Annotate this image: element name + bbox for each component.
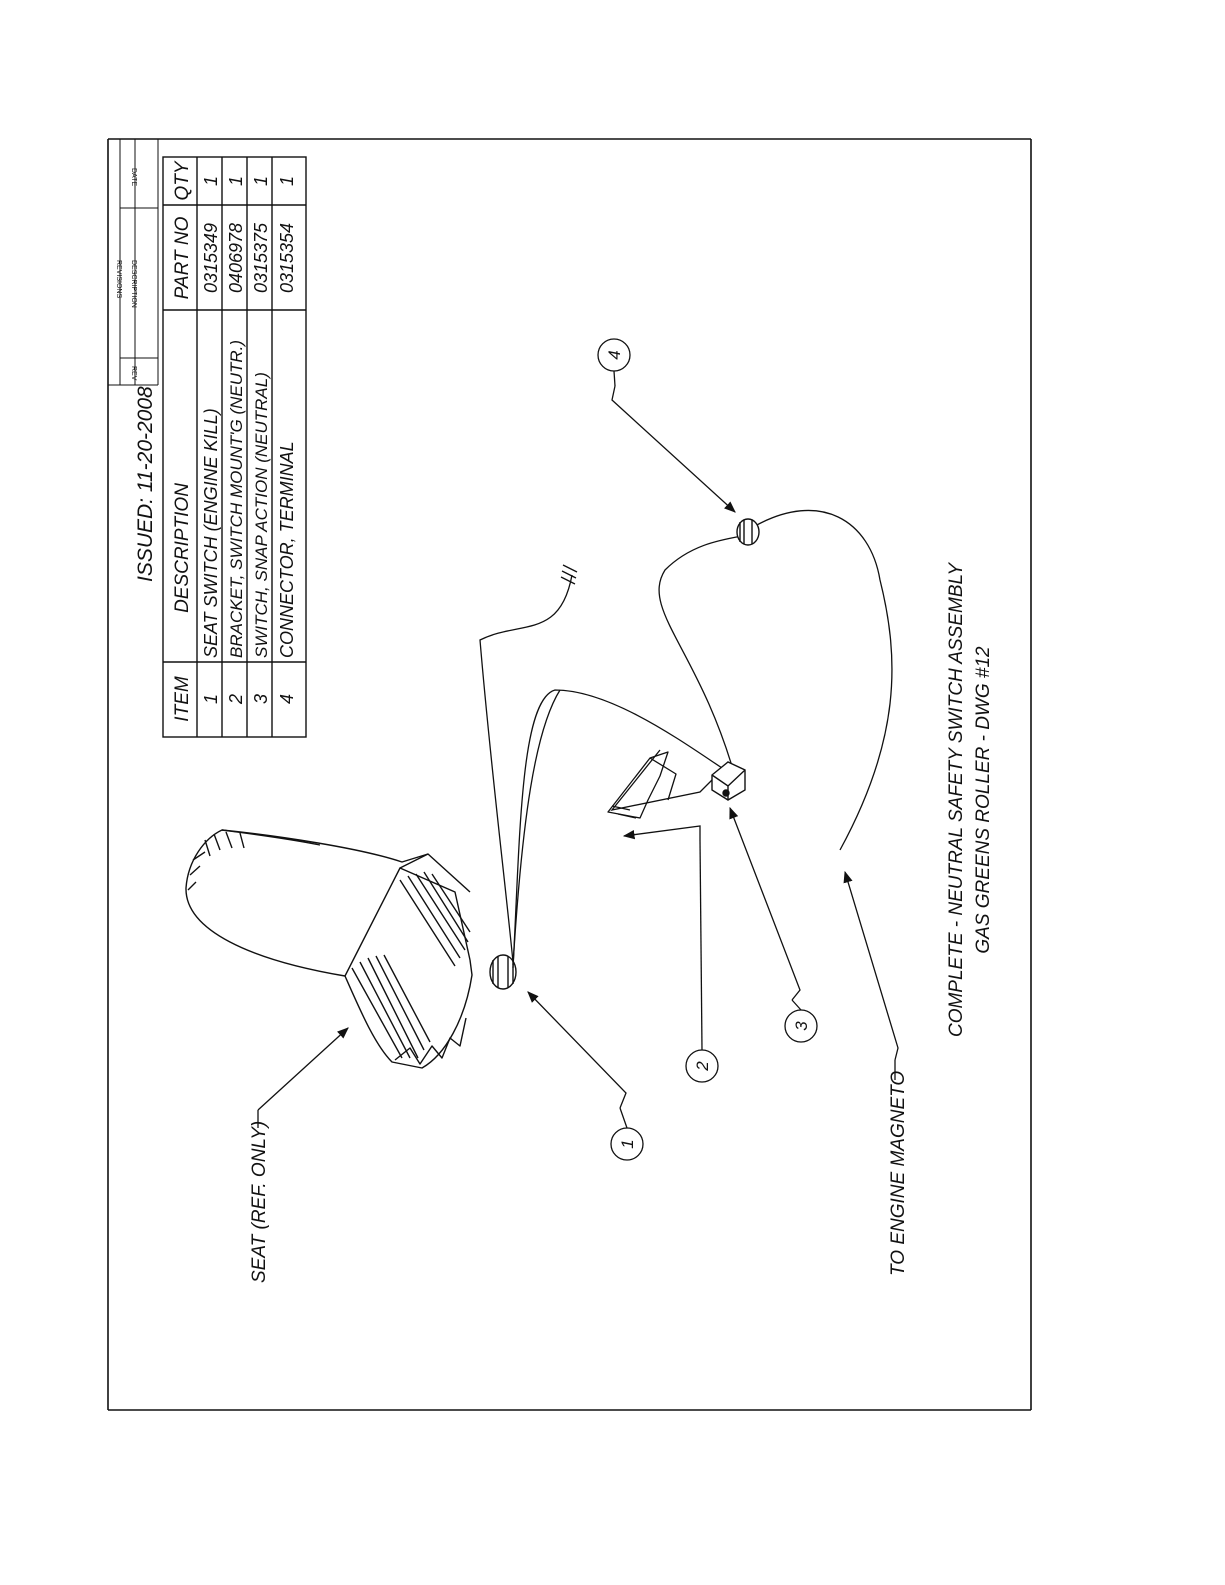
- terminal-connector: [736, 518, 760, 546]
- balloon-3: 3: [784, 999, 818, 1043]
- balloon-4-label: 4: [605, 350, 624, 359]
- revisions-col-description: DESCRIPTION: [130, 260, 137, 308]
- table-cell-description: SWITCH, SNAP ACTION (NEUTRAL): [252, 372, 271, 658]
- table-cell-part-no: 0406978: [226, 223, 246, 293]
- revisions-block: [108, 139, 159, 386]
- balloon-2-label: 2: [693, 1061, 712, 1072]
- table-cell-qty: 1: [226, 176, 246, 186]
- table-cell-item: 2: [226, 694, 246, 705]
- table-cell-qty: 1: [277, 176, 297, 186]
- table-cell-part-no: 0315354: [277, 223, 297, 293]
- seat-reference-label: SEAT (REF. ONLY): [249, 1121, 270, 1283]
- table-cell-description: SEAT SWITCH (ENGINE KILL): [201, 408, 221, 658]
- table-cell-qty: 1: [201, 176, 221, 186]
- table-cell-part-no: 0315349: [201, 223, 221, 293]
- table-header-description: DESCRIPTION: [172, 483, 193, 613]
- table-cell-description: CONNECTOR, TERMINAL: [277, 441, 297, 658]
- table-row: 4 CONNECTOR, TERMINAL 0315354 1: [277, 176, 297, 704]
- table-row: 2 BRACKET, SWITCH MOUNT'G (NEUTR.) 04069…: [226, 176, 246, 705]
- table-cell-qty: 1: [251, 176, 271, 186]
- table-cell-description: BRACKET, SWITCH MOUNT'G (NEUTR.): [227, 340, 246, 658]
- balloon-3-label: 3: [792, 1021, 811, 1031]
- wiring-harness: [479, 509, 893, 969]
- table-row: 1 SEAT SWITCH (ENGINE KILL) 0315349 1: [201, 176, 221, 704]
- table-header-item: ITEM: [172, 676, 193, 722]
- balloon-4: 4: [597, 338, 631, 387]
- seat-illustration: [185, 829, 517, 1069]
- balloon-1: 1: [610, 1107, 644, 1161]
- table-cell-item: 3: [251, 694, 271, 704]
- table-cell-part-no: 0315375: [251, 222, 271, 293]
- balloon-1-label: 1: [618, 1139, 637, 1148]
- leader-lines: [257, 385, 899, 1111]
- drawing-border: [107, 138, 1032, 1411]
- revisions-col-rev: REV: [130, 366, 137, 381]
- revisions-heading: REVISIONS: [115, 260, 122, 298]
- snap-action-switch: [711, 761, 746, 801]
- table-cell-item: 1: [201, 694, 221, 704]
- table-header-qty: QTY: [172, 160, 193, 200]
- switch-bracket: [607, 751, 677, 819]
- balloon-2: 2: [685, 839, 719, 1083]
- engine-magneto-label: TO ENGINE MAGNETO: [888, 1071, 909, 1276]
- table-header-part-no: PART NO: [172, 216, 193, 299]
- issued-date: ISSUED: 11-20-2008: [134, 386, 157, 582]
- revisions-col-date: DATE: [130, 168, 137, 186]
- parts-table: [162, 156, 307, 738]
- table-cell-item: 4: [277, 694, 297, 704]
- drawing-title-line-1: COMPLETE - NEUTRAL SAFETY SWITCH ASSEMBL…: [946, 562, 967, 1037]
- table-row: 3 SWITCH, SNAP ACTION (NEUTRAL) 0315375 …: [251, 176, 271, 704]
- drawing-title-line-2: GAS GREENS ROLLER - DWG #12: [973, 646, 994, 954]
